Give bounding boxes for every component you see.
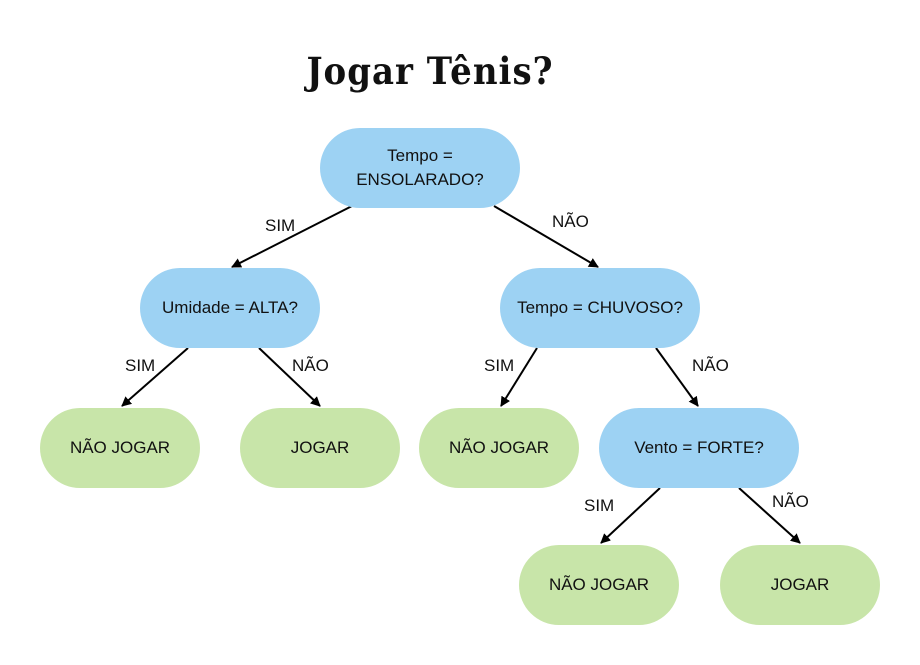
edge-root-to-chuvoso [493, 205, 599, 268]
node-tempo-ensolarado: Tempo = ENSOLARADO? [320, 128, 520, 208]
diagram-title: Jogar Tênis? [306, 50, 554, 94]
leaf-nao-jogar-vento: NÃO JOGAR [519, 545, 679, 625]
node-label: Tempo = CHUVOSO? [517, 298, 683, 317]
node-vento-forte: Vento = FORTE? [599, 408, 799, 488]
edge-umidade-to-jogar [258, 347, 321, 407]
node-label: JOGAR [770, 575, 830, 594]
leaf-jogar-vento: JOGAR [720, 545, 880, 625]
node-label: Tempo = ENSOLARADO? [356, 146, 484, 189]
edge-root-to-umidade [231, 205, 353, 268]
leaf-jogar-umidade: JOGAR [240, 408, 400, 488]
node-label: Vento = FORTE? [634, 438, 764, 457]
leaf-nao-jogar-chuvoso: NÃO JOGAR [419, 408, 579, 488]
node-label: JOGAR [290, 438, 350, 457]
edge-label-vento-sim: SIM [584, 496, 615, 515]
node-label: Umidade = ALTA? [162, 298, 298, 317]
edge-label-root-nao: NÃO [552, 212, 589, 231]
edge-chuvoso-to-nao-jogar [500, 347, 538, 407]
node-umidade-alta: Umidade = ALTA? [140, 268, 320, 348]
node-tempo-chuvoso: Tempo = CHUVOSO? [500, 268, 700, 348]
node-label: NÃO JOGAR [448, 438, 550, 457]
edge-label-chuvoso-sim: SIM [484, 356, 515, 375]
leaf-nao-jogar-umidade: NÃO JOGAR [40, 408, 200, 488]
edge-chuvoso-to-vento [655, 347, 699, 407]
edge-vento-to-nao-jogar [600, 487, 661, 544]
edge-label-root-sim: SIM [265, 216, 296, 235]
node-label: NÃO JOGAR [548, 575, 650, 594]
edge-umidade-to-nao-jogar [121, 347, 189, 407]
node-label: NÃO JOGAR [69, 438, 171, 457]
edge-vento-to-jogar [738, 487, 801, 544]
edge-label-umidade-nao: NÃO [292, 356, 329, 375]
edge-label-chuvoso-nao: NÃO [692, 356, 729, 375]
edge-label-vento-nao: NÃO [772, 492, 809, 511]
edge-label-umidade-sim: SIM [125, 356, 156, 375]
